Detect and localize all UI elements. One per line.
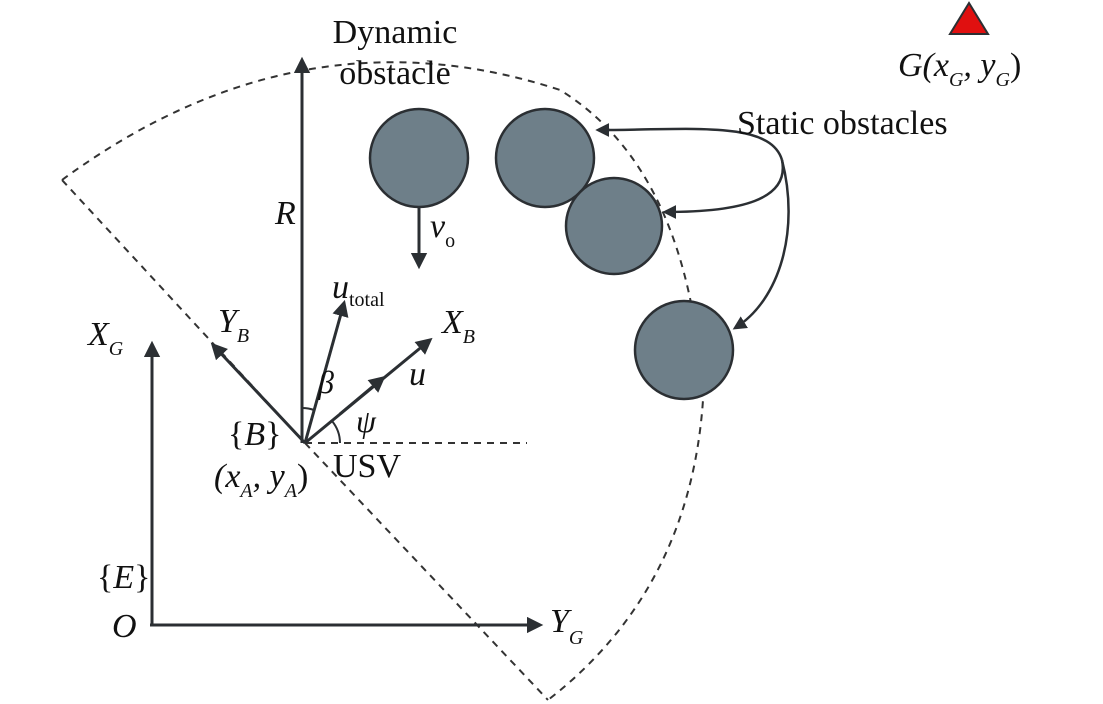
earth-y-main: Y bbox=[550, 603, 572, 640]
velocity-u-arrow bbox=[339, 375, 386, 416]
beta-angle-arc bbox=[301, 406, 315, 411]
body-y-axis-label: YB bbox=[218, 303, 249, 347]
body-frame-label: {B} bbox=[228, 416, 281, 453]
utotal-main: u bbox=[332, 269, 349, 306]
body-y-main: Y bbox=[218, 303, 240, 340]
usv-pos-sub1: A bbox=[238, 480, 253, 502]
earth-y-sub: G bbox=[569, 627, 584, 649]
dynamic-velocity-sub: o bbox=[445, 230, 455, 252]
body-y-axis-arrow bbox=[210, 342, 307, 445]
static-obstacle-3 bbox=[633, 299, 735, 401]
earth-x-sub: G bbox=[109, 338, 124, 360]
beta-label: β bbox=[317, 364, 334, 400]
body-frame-open: { bbox=[228, 416, 244, 453]
detection-sector-arc bbox=[61, 61, 705, 701]
goal-label-mid: , y bbox=[963, 47, 996, 84]
dynamic-obstacle-label-line1: Dynamic bbox=[333, 14, 458, 51]
body-frame-letter: B bbox=[244, 416, 265, 453]
body-x-axis-label: XB bbox=[440, 304, 475, 348]
body-x-main: X bbox=[440, 304, 464, 341]
usv-pos-mid: , y bbox=[253, 458, 286, 495]
dynamic-velocity-label: vo bbox=[430, 208, 455, 252]
utotal-sub: total bbox=[349, 289, 385, 311]
detection-sector-bottom-edge bbox=[304, 442, 549, 701]
usv-pos-sub2: A bbox=[283, 480, 298, 502]
earth-frame-open: { bbox=[97, 559, 113, 596]
earth-y-axis-label: YG bbox=[550, 603, 584, 649]
usv-position-label: (xA, yA) bbox=[214, 458, 308, 502]
goal-label-sub2: G bbox=[996, 69, 1011, 91]
psi-angle-arc bbox=[331, 420, 341, 444]
usv-pos-close: ) bbox=[297, 458, 308, 495]
dynamic-obstacle bbox=[368, 107, 470, 209]
body-frame-close: } bbox=[265, 416, 281, 453]
origin-label: O bbox=[112, 608, 137, 645]
usv-pos-main: (x bbox=[214, 458, 240, 495]
utotal-label: utotal bbox=[332, 269, 385, 311]
psi-label: ψ bbox=[356, 403, 377, 439]
earth-x-main: X bbox=[86, 316, 110, 353]
goal-label-main: G(x bbox=[898, 47, 949, 84]
surge-velocity-label: u bbox=[409, 356, 426, 393]
static-obstacle-1 bbox=[494, 107, 596, 209]
static-leader-arrow-2 bbox=[662, 159, 785, 219]
dynamic-velocity-main: v bbox=[430, 208, 446, 245]
earth-x-axis-label: XG bbox=[86, 316, 124, 360]
goal-triangle-icon bbox=[948, 1, 990, 35]
goal-label-close: ) bbox=[1010, 47, 1021, 84]
usv-label: USV bbox=[333, 448, 401, 485]
static-obstacle-2 bbox=[564, 176, 664, 276]
static-obstacles-label: Static obstacles bbox=[737, 105, 948, 142]
goal-label-sub1: G bbox=[949, 69, 964, 91]
body-x-sub: B bbox=[463, 326, 475, 348]
goal-label: G(xG, yG) bbox=[898, 47, 1021, 91]
body-y-sub: B bbox=[237, 325, 249, 347]
dynamic-obstacle-label-line2: obstacle bbox=[339, 55, 450, 92]
earth-frame-letter: E bbox=[112, 559, 134, 596]
earth-frame-label: {E} bbox=[97, 559, 150, 596]
earth-frame-close: } bbox=[134, 559, 150, 596]
static-leader-arrow-3 bbox=[732, 159, 790, 330]
range-r-label: R bbox=[274, 195, 296, 232]
velocity-utotal-arrow bbox=[303, 299, 349, 444]
static-leader-arrow-1 bbox=[595, 123, 784, 161]
